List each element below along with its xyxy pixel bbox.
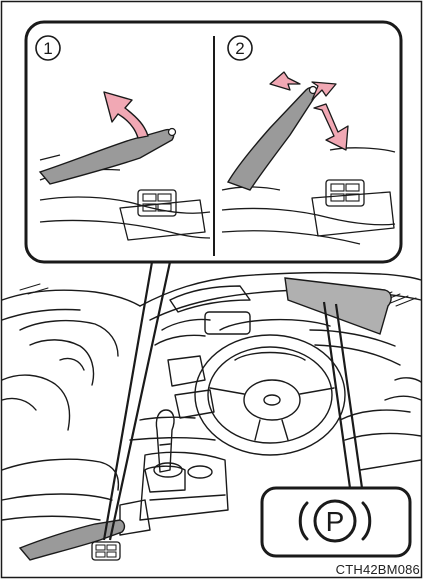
- parking-brake-lever: [20, 520, 124, 560]
- indicator-leader-lines: [324, 302, 362, 488]
- image-code: CTH42BM086: [336, 562, 420, 577]
- step-1-number: 1: [36, 36, 60, 60]
- step-2-number-text: 2: [235, 39, 244, 58]
- step-1-number-text: 1: [43, 39, 52, 58]
- indicator-letter: P: [326, 506, 345, 537]
- step-2-number: 2: [228, 36, 252, 60]
